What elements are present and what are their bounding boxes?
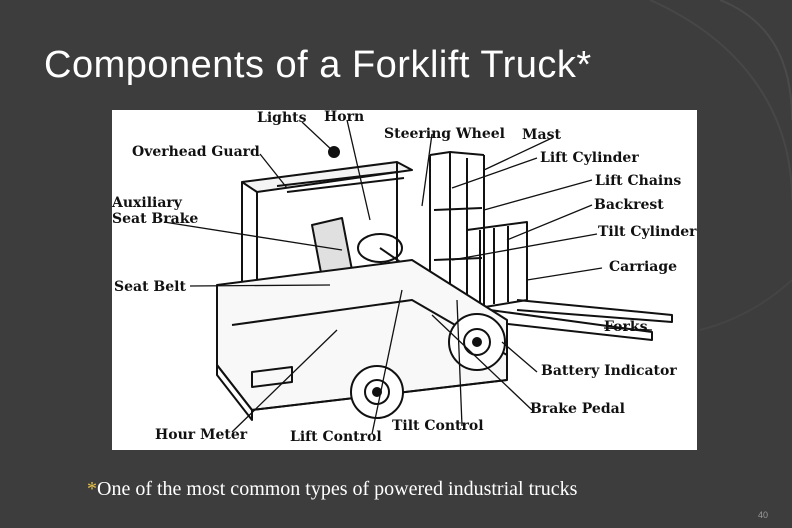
label-overhead-guard: Overhead Guard xyxy=(132,144,260,160)
label-battery-indicator: Battery Indicator xyxy=(541,363,677,379)
label-auxiliary: Auxiliary xyxy=(112,195,182,211)
label-seat-brake: Seat Brake xyxy=(112,211,199,227)
label-tilt-cylinder: Tilt Cylinder xyxy=(598,224,697,240)
label-lift-chains: Lift Chains xyxy=(595,173,682,189)
forklift-illustration xyxy=(163,119,673,435)
label-lights: Lights xyxy=(257,110,307,126)
label-horn: Horn xyxy=(324,109,365,125)
label-mast: Mast xyxy=(522,127,561,143)
label-backrest: Backrest xyxy=(594,197,664,213)
label-forks: Forks xyxy=(604,319,648,335)
label-carriage: Carriage xyxy=(609,259,678,275)
label-hour-meter: Hour Meter xyxy=(155,427,248,443)
label-lift-cylinder: Lift Cylinder xyxy=(540,150,639,166)
forklift-diagram: Lights Horn Steering Wheel Mast Overhead… xyxy=(112,110,697,450)
footnote-text: One of the most common types of powered … xyxy=(97,478,578,500)
label-tilt-control: Tilt Control xyxy=(392,418,484,434)
label-brake-pedal: Brake Pedal xyxy=(530,401,625,417)
label-steering-wheel: Steering Wheel xyxy=(384,126,505,142)
footnote: *One of the most common types of powered… xyxy=(87,478,577,501)
slide-title: Components of a Forklift Truck* xyxy=(44,44,592,86)
footnote-marker: * xyxy=(87,478,97,500)
label-seat-belt: Seat Belt xyxy=(114,279,186,295)
page-number: 40 xyxy=(758,510,769,520)
label-lift-control: Lift Control xyxy=(290,429,382,445)
